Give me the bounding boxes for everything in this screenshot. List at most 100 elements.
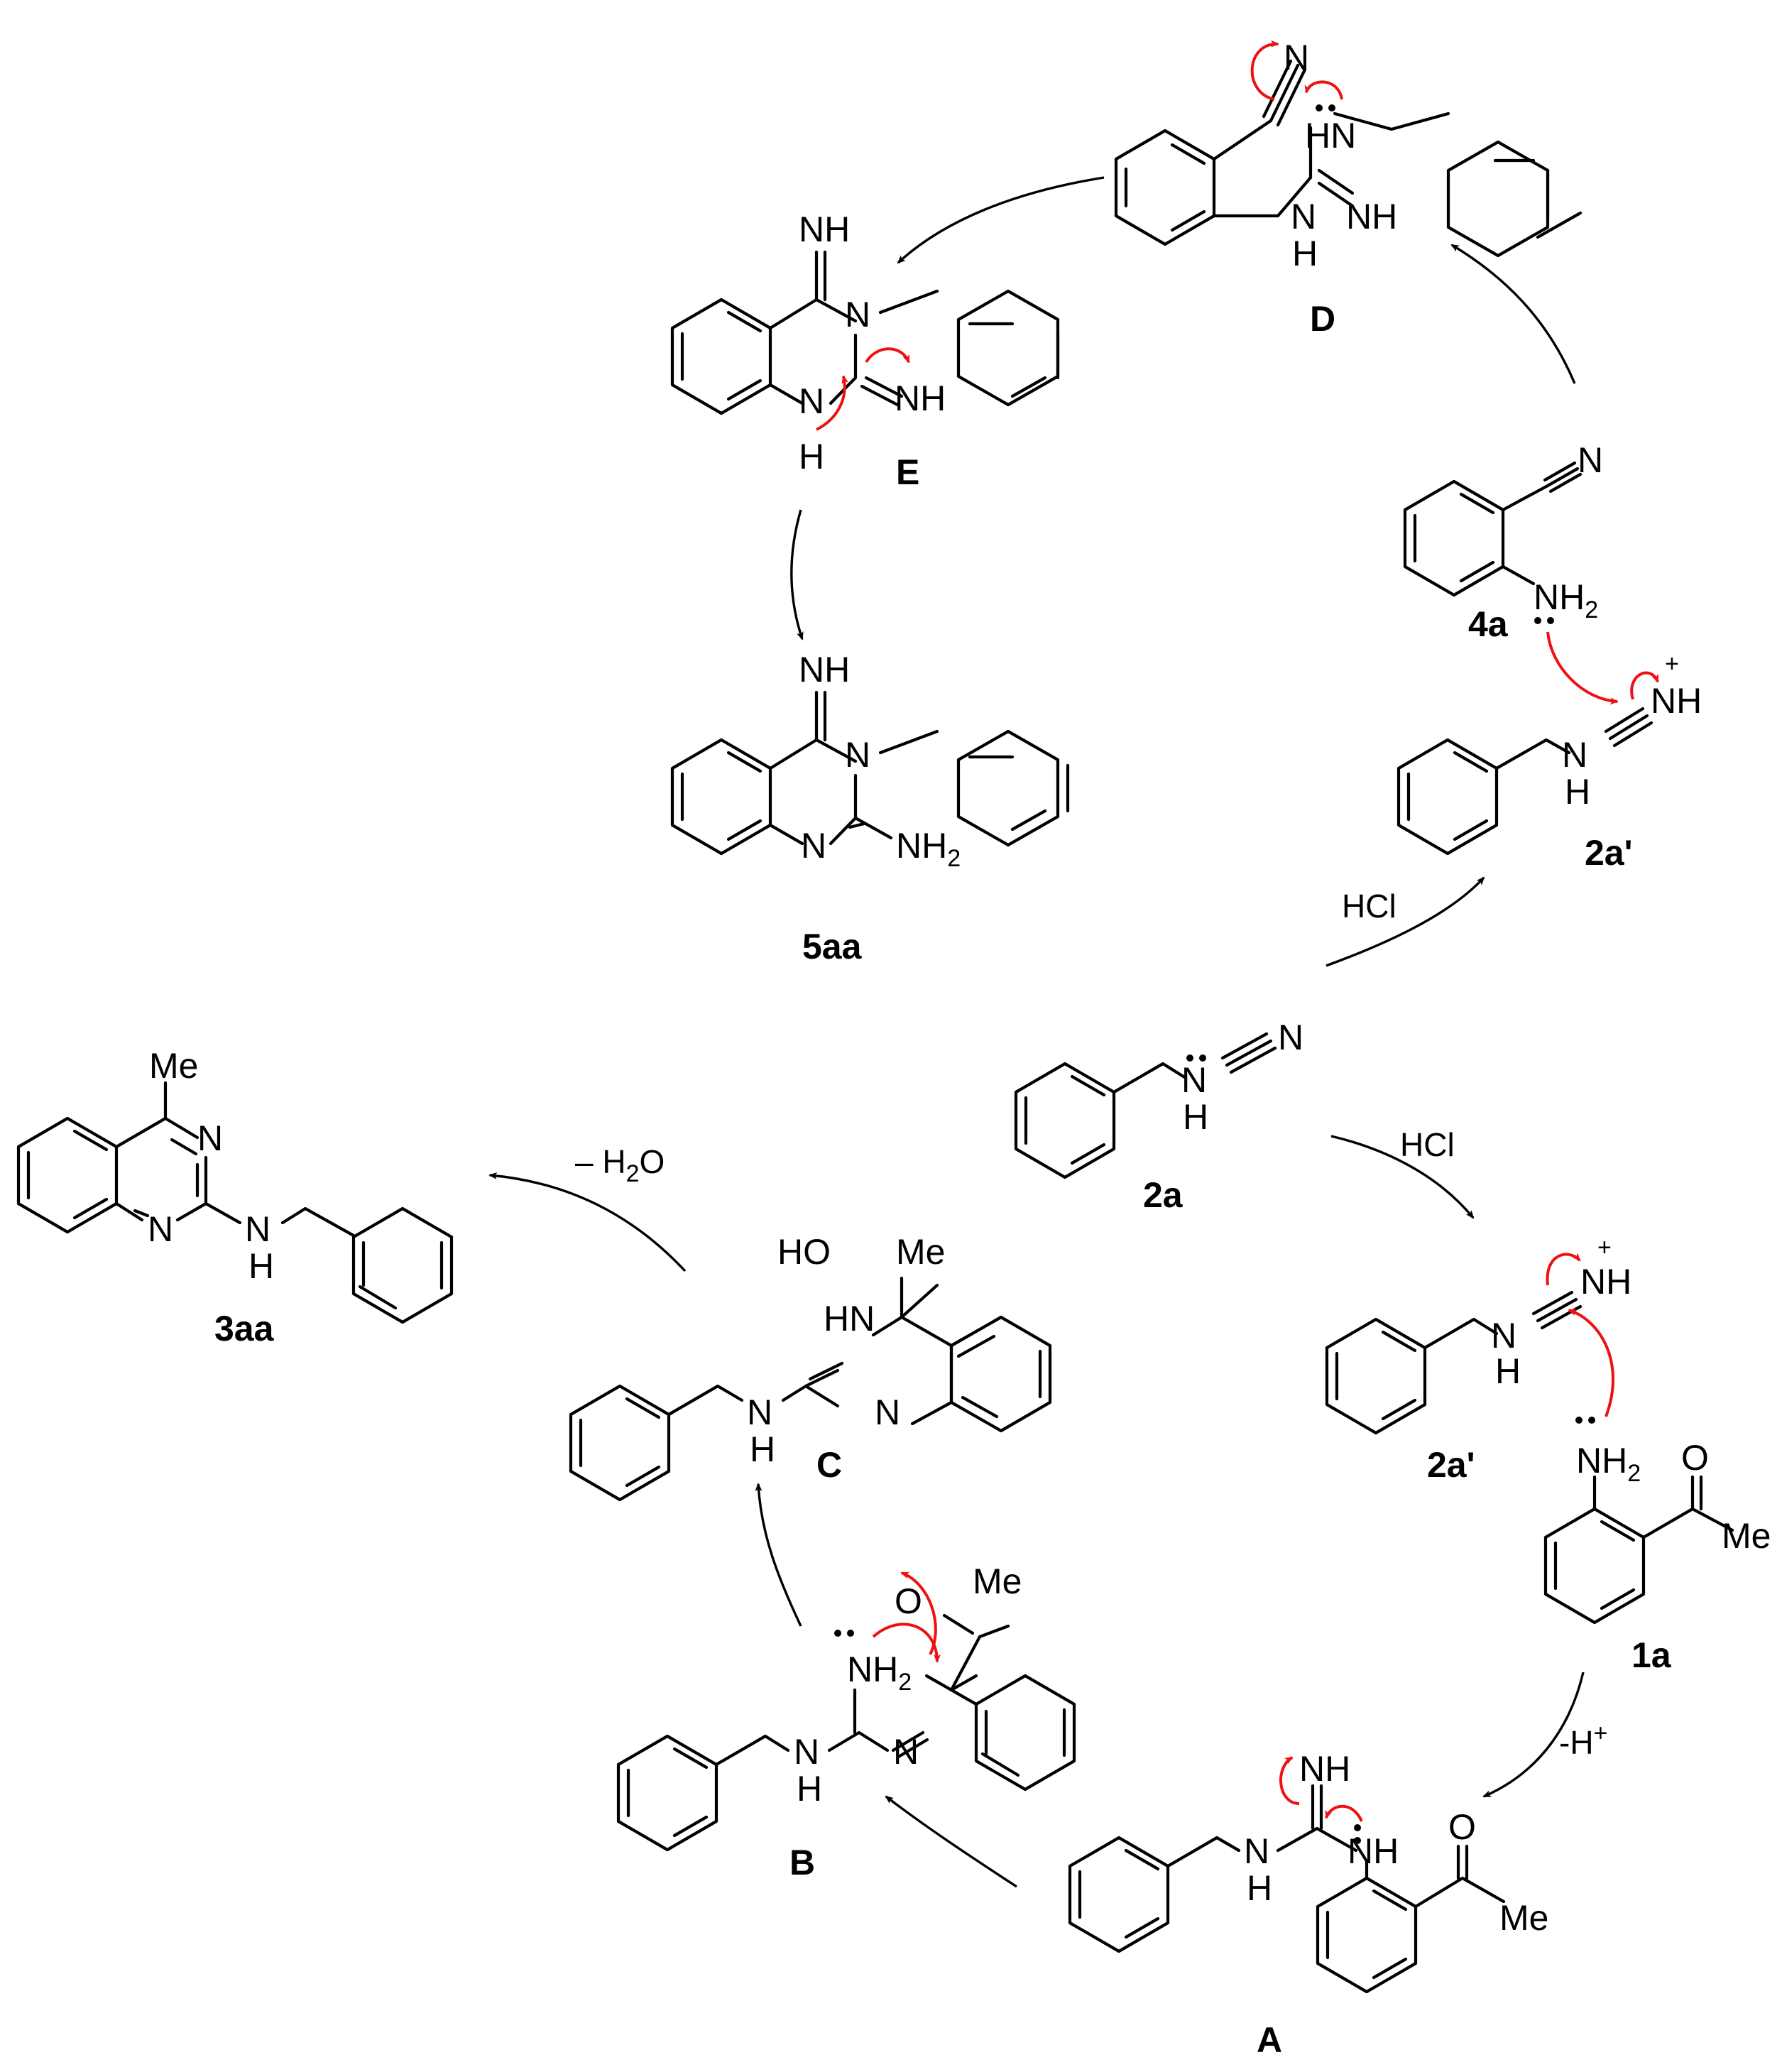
compound-c: HO Me HN N N H C <box>569 1232 1052 1502</box>
electron-arrow <box>865 347 910 364</box>
reaction-arrows <box>488 176 1585 1888</box>
compound-label-b: B <box>789 1843 815 1882</box>
benzene-ring <box>1325 1317 1427 1435</box>
arrow-b-to-c <box>755 1483 802 1627</box>
compound-5aa: NH N N NH2 5aa <box>670 650 1070 966</box>
arrow-1a-to-a <box>1482 1672 1585 1798</box>
electron-arrow <box>1279 1756 1300 1805</box>
compound-label-3aa: 3aa <box>214 1309 275 1348</box>
compound-label-2a: 2a <box>1143 1175 1184 1215</box>
atom-label: NH <box>799 209 850 249</box>
atom-label: NH <box>1651 681 1702 721</box>
compound-label-a: A <box>1257 2020 1282 2060</box>
compound-label-5aa: 5aa <box>802 927 863 966</box>
arrow-d-to-e <box>897 176 1105 264</box>
atom-label: O <box>895 1581 922 1621</box>
charge-label: + <box>1665 650 1679 677</box>
benzene-ring <box>1396 738 1499 856</box>
compound-1a: NH2 O Me 1a <box>1543 1417 1771 1675</box>
arrow-4a-to-d <box>1450 244 1576 384</box>
atom-label: N <box>1278 1018 1303 1057</box>
atom-label: N <box>845 295 870 334</box>
benzyl-phenyl-ring <box>351 1206 454 1324</box>
atom-label: H <box>799 437 824 476</box>
benzyl-phenyl-ring <box>956 289 1060 407</box>
compound-2a-prime-top: N H NH + 2a' <box>1396 650 1702 873</box>
atom-label: H <box>1292 234 1318 273</box>
benzene-ring <box>1114 129 1216 246</box>
atom-label: HO <box>777 1232 831 1272</box>
atom-label: N <box>1578 440 1603 480</box>
atom-label: HN <box>1305 116 1356 156</box>
atom-label: N <box>1491 1316 1516 1356</box>
benzene-ring <box>1403 479 1505 597</box>
atom-label: NH2 <box>896 826 961 872</box>
arrow-e-to-5aa <box>790 509 804 640</box>
arrow-c-to-3aa <box>488 1172 687 1272</box>
benzene-ring <box>670 298 772 415</box>
compound-label-2a-prime: 2a' <box>1427 1445 1475 1485</box>
arrow-2a-to-2a-prime-bottom <box>1330 1135 1475 1219</box>
atom-label: Me <box>1722 1516 1771 1556</box>
atom-label: N <box>794 1732 819 1772</box>
compound-a: NH N H NH O Me A <box>1068 1749 1548 2060</box>
electron-arrow <box>872 1623 941 1663</box>
atom-label: H <box>797 1769 822 1809</box>
atom-label: NH <box>1346 197 1397 236</box>
benzene-ring <box>616 1734 718 1852</box>
atom-label: Me <box>149 1046 198 1086</box>
compound-2a: N H N 2a <box>1014 1018 1303 1215</box>
electron-arrow <box>1546 631 1619 705</box>
atom-label: Me <box>896 1232 945 1272</box>
atom-label: N <box>245 1209 270 1249</box>
atom-label: NH <box>1299 1749 1350 1789</box>
compound-b: NH2 N H N O Me B <box>616 1561 1076 1882</box>
compound-d: N HN N H NH D <box>1114 38 1583 339</box>
atom-label: H <box>1565 772 1590 812</box>
atom-label: N <box>148 1209 173 1249</box>
benzene-ring <box>569 1384 671 1502</box>
atom-label: NH <box>895 378 946 418</box>
benzene-ring <box>16 1116 119 1234</box>
reagent-dehydration: – H2O <box>575 1143 665 1187</box>
acetylphenyl-ring <box>1316 1876 1418 1994</box>
atom-label: NH2 <box>1576 1441 1641 1487</box>
compound-label-e: E <box>896 452 919 492</box>
electron-arrow <box>1304 80 1343 100</box>
electron-arrow <box>1325 1804 1363 1822</box>
benzyl-phenyl-ring <box>1446 140 1583 258</box>
atom-label: Me <box>973 1561 1022 1601</box>
benzene-ring <box>1014 1062 1116 1179</box>
atom-label: N <box>893 1732 919 1772</box>
atom-label: NH <box>799 650 850 689</box>
compound-label-c: C <box>816 1445 842 1485</box>
benzene-ring <box>1068 1836 1170 1953</box>
atom-label: N <box>1244 1831 1269 1871</box>
atom-label: H <box>1495 1351 1521 1391</box>
reagent-labels: HCl HCl -H+ – H2O <box>575 888 1607 1761</box>
benzyl-phenyl-ring <box>956 729 1070 847</box>
atom-label: HN <box>824 1299 875 1338</box>
reagent-deprotonation: -H+ <box>1559 1720 1607 1761</box>
compound-4a: N NH2 4a <box>1403 440 1619 705</box>
reagent-hcl-top: HCl <box>1342 888 1396 925</box>
atom-label: NH <box>1348 1831 1399 1871</box>
benzene-ring <box>670 738 772 856</box>
atom-label: N <box>1284 38 1309 77</box>
electron-arrow <box>1250 40 1279 101</box>
atom-label: H <box>1247 1868 1272 1908</box>
atom-label: N <box>1562 735 1587 775</box>
compound-e: NH N N H NH E <box>670 209 1060 492</box>
acetylphenyl-ring <box>974 1674 1076 1792</box>
atom-label: N <box>845 735 870 775</box>
atom-label: H <box>248 1246 274 1286</box>
atom-label: N <box>801 826 826 866</box>
atom-label: NH2 <box>1534 577 1598 623</box>
atom-label: N <box>197 1118 223 1158</box>
electron-arrow <box>1568 1309 1614 1417</box>
arrow-a-to-b <box>885 1795 1017 1888</box>
compound-label-4a: 4a <box>1468 604 1509 644</box>
charge-label: + <box>1597 1234 1612 1261</box>
